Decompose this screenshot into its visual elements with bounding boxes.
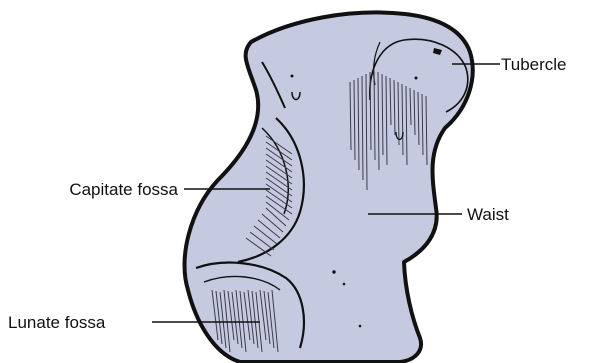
surface-dot bbox=[343, 283, 346, 286]
surface-dot bbox=[291, 75, 294, 78]
waist-label: Waist bbox=[467, 205, 509, 224]
scaphoid-bone-outline bbox=[185, 12, 473, 362]
surface-dot bbox=[332, 270, 335, 273]
surface-dot bbox=[359, 325, 362, 328]
surface-dot bbox=[415, 77, 418, 80]
lunate-fossa-label: Lunate fossa bbox=[8, 313, 106, 332]
capitate-fossa-label: Capitate fossa bbox=[69, 180, 178, 199]
tubercle-label: Tubercle bbox=[501, 55, 567, 74]
